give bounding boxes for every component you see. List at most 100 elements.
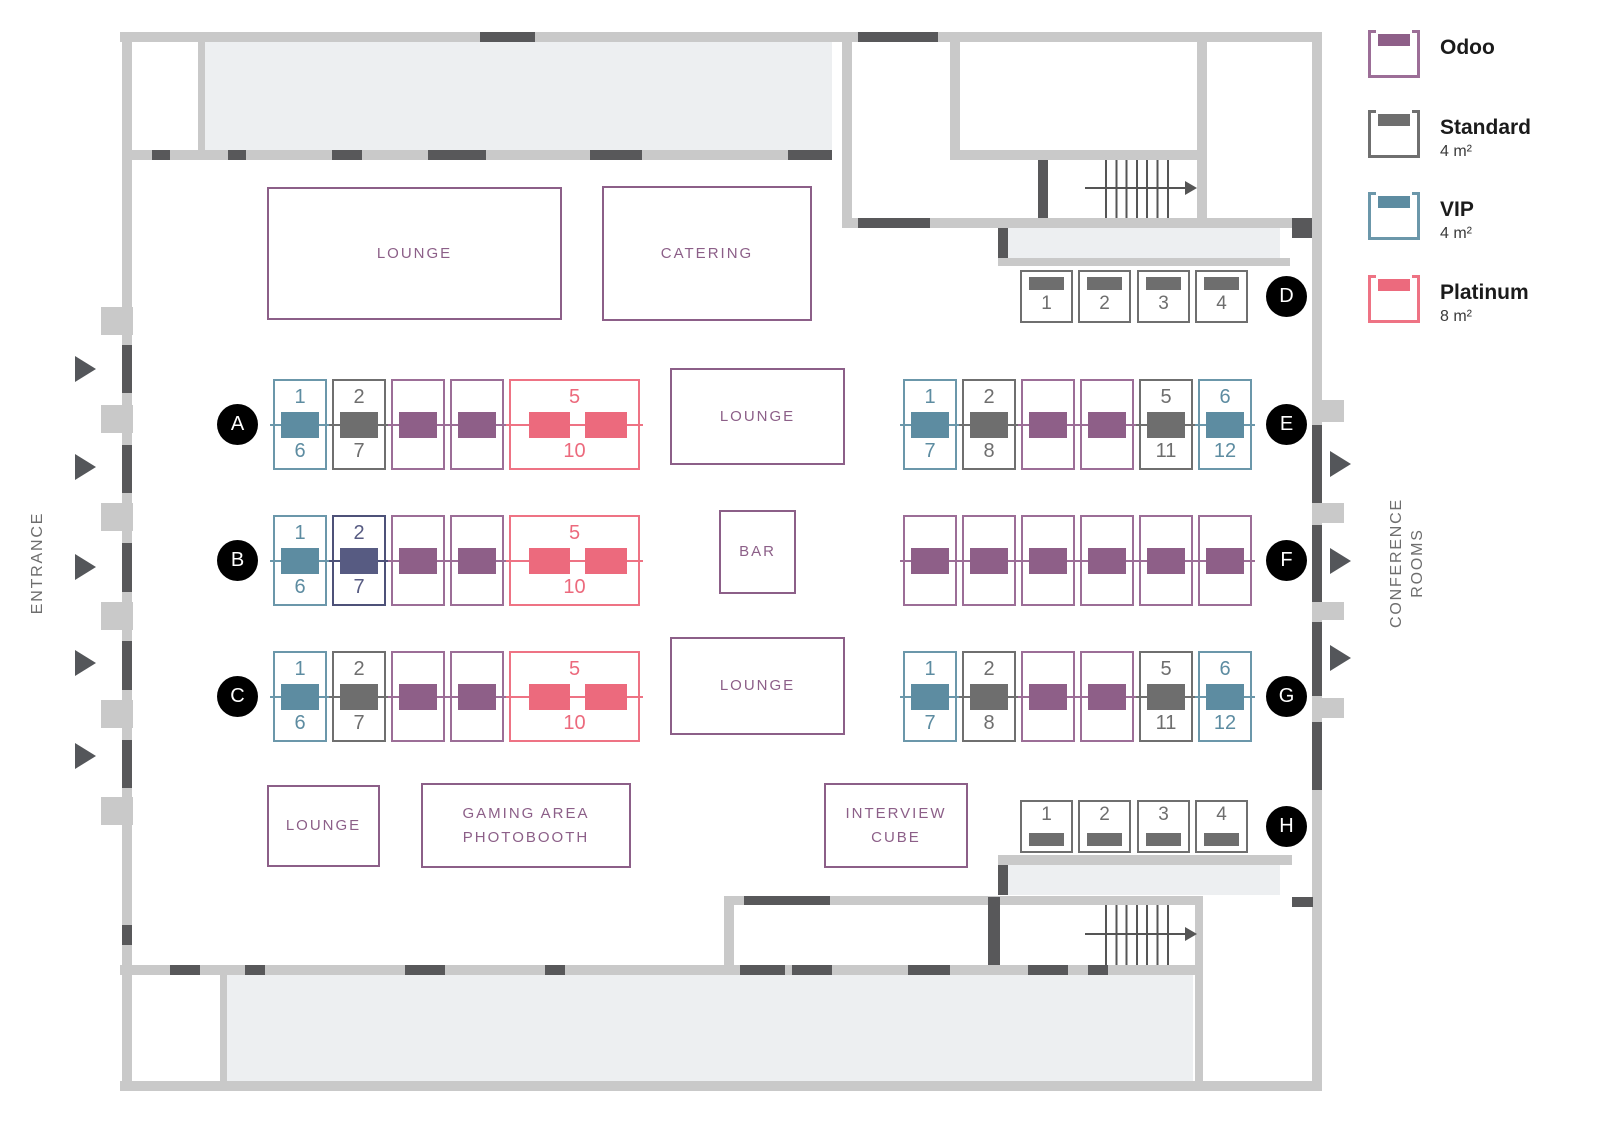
booth-number: 3 — [1158, 293, 1169, 314]
booth-C-3[interactable] — [388, 651, 448, 742]
row-letter-badge-C: C — [217, 676, 258, 717]
booth-bar — [1147, 411, 1185, 438]
booth-bar — [1087, 277, 1122, 290]
booth-A-4[interactable] — [447, 379, 507, 470]
door-segment — [792, 965, 832, 975]
door-segment — [228, 150, 246, 160]
booth-bar — [1029, 277, 1064, 290]
door-segment — [122, 345, 132, 393]
booth-bar — [970, 411, 1008, 438]
booth-number: 3 — [1158, 804, 1169, 825]
booth-number-top: 1 — [294, 658, 306, 680]
stairs-arrow-line — [1085, 933, 1185, 935]
booth-number-top: 5 — [568, 658, 581, 680]
booth-F-3[interactable] — [1018, 515, 1078, 606]
booth-D-1[interactable]: 1 — [1020, 270, 1073, 323]
booth-E-4[interactable] — [1077, 379, 1137, 470]
wall — [950, 42, 960, 160]
door-segment — [332, 150, 362, 160]
booth-number-top: 5 — [1160, 386, 1172, 408]
booth-number: 2 — [1099, 804, 1110, 825]
booth-bar — [970, 683, 1008, 710]
booth-number-top: 5 — [1160, 658, 1172, 680]
pillar — [1312, 602, 1344, 620]
booth-B-4[interactable] — [447, 515, 507, 606]
booth-bar — [1029, 683, 1067, 710]
booth-G-4[interactable] — [1077, 651, 1137, 742]
wall — [950, 150, 1207, 160]
booth-F-2[interactable] — [959, 515, 1019, 606]
booth-G-3[interactable] — [1018, 651, 1078, 742]
door-segment — [545, 965, 565, 975]
area-gaming-photobooth: GAMING AREA PHOTOBOOTH — [421, 783, 631, 868]
legend-item-platinum: Platinum 8 m² — [1368, 275, 1529, 326]
booth-B-3[interactable] — [388, 515, 448, 606]
door-segment — [1312, 525, 1322, 602]
direction-arrow-icon — [1330, 548, 1351, 574]
legend-item-standard: Standard 4 m² — [1368, 110, 1531, 161]
door-segment — [788, 150, 832, 160]
booth-F-5[interactable] — [1136, 515, 1196, 606]
conference-rooms-label: CONFERENCE ROOMS — [1388, 498, 1426, 629]
entrance-label: ENTRANCE — [29, 511, 46, 615]
booth-A-3[interactable] — [388, 379, 448, 470]
wall — [198, 42, 205, 150]
booth-H-4[interactable]: 4 — [1195, 800, 1248, 853]
booth-H-3[interactable]: 3 — [1137, 800, 1190, 853]
booth-number-bottom: 6 — [294, 440, 306, 462]
direction-arrow-icon — [75, 356, 96, 382]
booth-F-1[interactable] — [900, 515, 960, 606]
booth-H-2[interactable]: 2 — [1078, 800, 1131, 853]
booth-bar — [970, 547, 1008, 574]
booth-bar — [458, 683, 496, 710]
booth-number-top: 2 — [983, 386, 995, 408]
stairs-arrow-head — [1185, 181, 1197, 195]
booth-C-4[interactable] — [447, 651, 507, 742]
booth-bar — [399, 683, 437, 710]
pillar — [1312, 698, 1344, 718]
booth-D-3[interactable]: 3 — [1137, 270, 1190, 323]
pillar — [101, 602, 133, 630]
door-segment — [428, 150, 486, 160]
stairs-icon — [1105, 905, 1177, 965]
booth-C-5[interactable]: 5 10 — [506, 651, 643, 742]
booth-D-4[interactable]: 4 — [1195, 270, 1248, 323]
booth-number-top: 2 — [353, 386, 365, 408]
booth-number: 2 — [1099, 293, 1110, 314]
booth-number-bottom: 7 — [353, 576, 365, 598]
booth-number: 4 — [1216, 293, 1227, 314]
booth-number-bottom: 10 — [563, 440, 586, 462]
booth-D-2[interactable]: 2 — [1078, 270, 1131, 323]
booth-bar — [1088, 411, 1126, 438]
booth-bar — [281, 683, 319, 710]
booth-number: 1 — [1041, 804, 1052, 825]
door-segment — [245, 965, 265, 975]
booth-F-4[interactable] — [1077, 515, 1137, 606]
booth-number-top: 2 — [353, 658, 365, 680]
booth-E-3[interactable] — [1018, 379, 1078, 470]
wall — [724, 896, 1203, 905]
booth-F-6[interactable] — [1195, 515, 1255, 606]
booth-bar — [399, 411, 437, 438]
booth-H-1[interactable]: 1 — [1020, 800, 1073, 853]
legend-size: 4 m² — [1440, 143, 1472, 160]
booth-bar — [529, 683, 570, 710]
row-letter-badge-B: B — [217, 540, 258, 581]
booth-number-bottom: 10 — [563, 712, 586, 734]
